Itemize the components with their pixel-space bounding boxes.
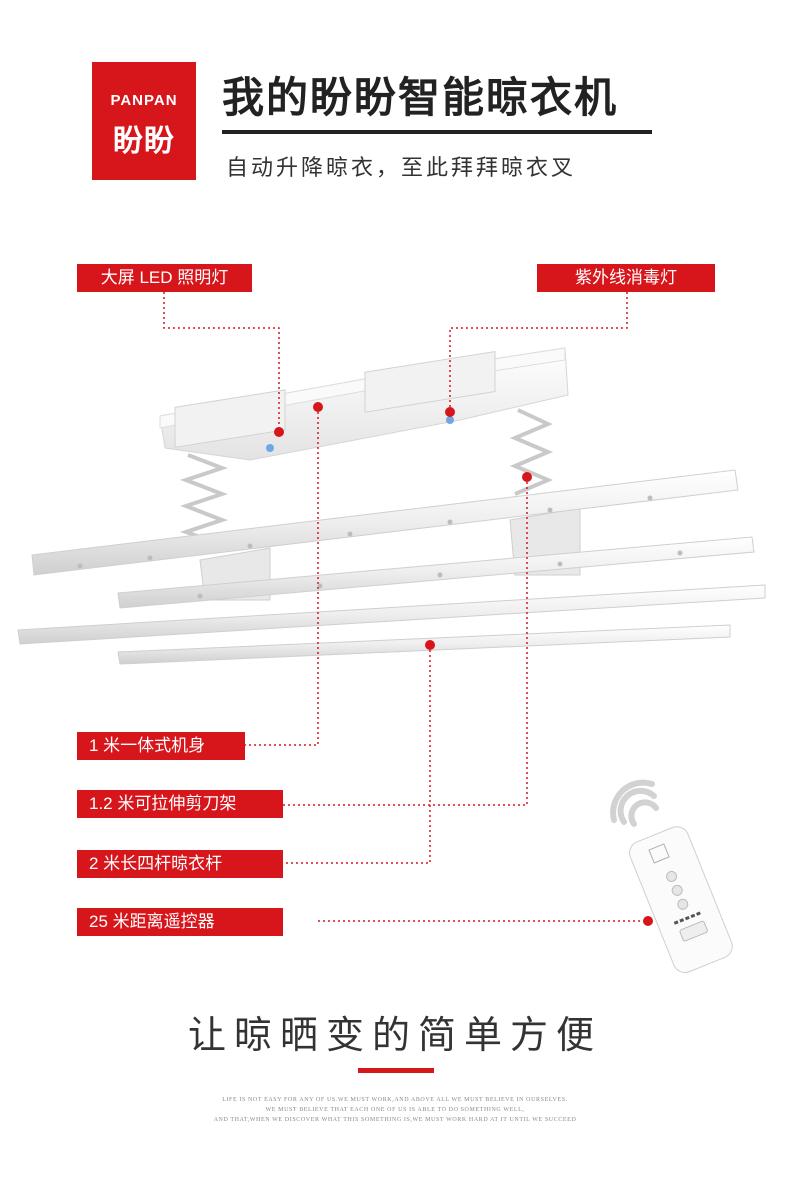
drying-rack-illustration xyxy=(17,347,766,665)
remote-control-icon xyxy=(629,826,733,974)
page-title: 我的盼盼智能晾衣机 xyxy=(222,74,619,121)
slogan: 让晾晒变的简单方便 xyxy=(187,1015,602,1057)
slogan-underline xyxy=(358,1068,434,1073)
title-underline xyxy=(222,130,652,134)
callout-led-light: 大屏 LED 照明灯 xyxy=(77,264,252,292)
page-subtitle: 自动升降晾衣，至此拜拜晾衣叉 xyxy=(226,155,577,180)
fine-print-line-1: LIFE IS NOT EASY FOR ANY OF US.WE MUST W… xyxy=(222,1097,568,1103)
callout-remote: 25 米距离遥控器 xyxy=(77,908,283,936)
fine-print-line-3: AND THAT,WHEN WE DISCOVER WHAT THIS SOME… xyxy=(213,1117,577,1123)
callout-scissor-frame: 1.2 米可拉伸剪刀架 xyxy=(77,790,283,818)
logo-english-text: PANPAN xyxy=(110,92,178,109)
callout-uv-light: 紫外线消毒灯 xyxy=(537,264,715,292)
brand-logo: PANPAN 盼盼 xyxy=(92,62,196,180)
callout-body: 1 米一体式机身 xyxy=(77,732,245,760)
drying-rods xyxy=(17,469,766,665)
scissor-arm-left xyxy=(179,453,228,547)
callout-drying-rod: 2 米长四杆晾衣杆 xyxy=(77,850,283,878)
fine-print-line-2: WE MUST BELIEVE THAT EACH ONE OF US IS A… xyxy=(265,1107,525,1113)
logo-chinese-text: 盼盼 xyxy=(113,125,175,158)
ceiling-unit xyxy=(159,347,569,461)
wifi-signal-icon xyxy=(610,779,659,827)
scissor-arm-right xyxy=(509,408,554,496)
